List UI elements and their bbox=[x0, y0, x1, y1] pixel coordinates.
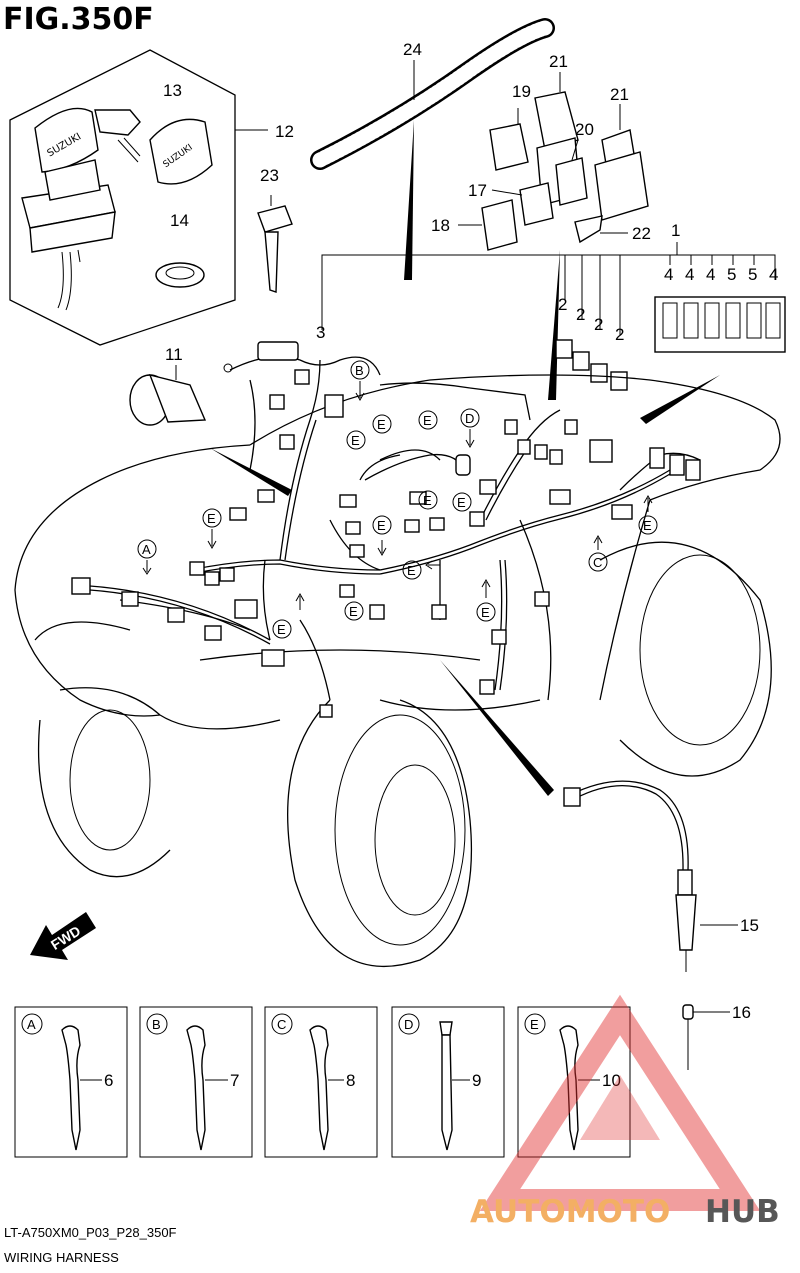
corrugated-tube bbox=[310, 18, 555, 280]
callout-18: 18 bbox=[431, 216, 450, 235]
fwd-arrow-icon: FWD bbox=[30, 912, 96, 960]
callout-21: 21 bbox=[610, 85, 629, 104]
box-e-letter: E bbox=[530, 1017, 539, 1032]
callout-19: 19 bbox=[512, 82, 531, 101]
spare-key bbox=[257, 195, 293, 293]
callout-17: 17 bbox=[468, 181, 487, 200]
callout-16: 16 bbox=[732, 1003, 751, 1022]
oxygen-sensor bbox=[563, 780, 738, 1070]
clamp-detail-boxes: A 6 B 7 C 8 D 9 E 10 bbox=[14, 1006, 631, 1158]
callout-4: 4 bbox=[769, 265, 778, 284]
box-a-letter: A bbox=[27, 1017, 36, 1032]
callout-13: 13 bbox=[163, 81, 182, 100]
figure-caption: WIRING HARNESS bbox=[4, 1250, 119, 1265]
callout-5: 5 bbox=[748, 265, 757, 284]
marker-e: E bbox=[643, 518, 652, 533]
callout-5: 5 bbox=[727, 265, 736, 284]
callout-3: 3 bbox=[316, 323, 325, 342]
marker-c: C bbox=[593, 555, 602, 570]
automotohub-watermark: AUTOMOTO HUB bbox=[470, 994, 780, 1230]
callout-1: 1 bbox=[671, 221, 680, 240]
figure-code: LT-A750XM0_P03_P28_350F bbox=[4, 1225, 177, 1240]
callout-2: 2 bbox=[594, 315, 603, 334]
box-d-letter: D bbox=[404, 1017, 413, 1032]
callout-8: 8 bbox=[346, 1071, 355, 1090]
callout-2: 2 bbox=[576, 305, 585, 324]
callout-22: 22 bbox=[632, 224, 651, 243]
callout-9: 9 bbox=[472, 1071, 481, 1090]
marker-e: E bbox=[351, 433, 360, 448]
callout-10: 10 bbox=[602, 1071, 621, 1090]
marker-e: E bbox=[481, 605, 490, 620]
callout-7: 7 bbox=[230, 1071, 239, 1090]
wiring-harness bbox=[71, 359, 701, 796]
marker-d: D bbox=[465, 411, 474, 426]
callout-numbers: 1 2 2 2 2 3 4 4 4 5 5 4 11 12 13 14 15 1… bbox=[163, 40, 778, 1022]
marker-e: E bbox=[423, 413, 432, 428]
callout-4: 4 bbox=[664, 265, 673, 284]
callout-4: 4 bbox=[706, 265, 715, 284]
marker-a: A bbox=[142, 542, 151, 557]
callout-15: 15 bbox=[740, 916, 759, 935]
callout-2: 2 bbox=[615, 325, 624, 344]
callout-21: 21 bbox=[549, 52, 568, 71]
marker-e: E bbox=[407, 563, 416, 578]
marker-e: E bbox=[277, 622, 286, 637]
accessory-socket bbox=[129, 365, 292, 496]
callout-14: 14 bbox=[170, 211, 189, 230]
marker-e: E bbox=[423, 493, 432, 508]
fuse-block-assembly bbox=[321, 242, 786, 424]
callout-6: 6 bbox=[104, 1071, 113, 1090]
marker-e: E bbox=[377, 417, 386, 432]
ignition-switch-box: SUZUKI SUZUKI bbox=[9, 49, 268, 346]
relay-cluster bbox=[458, 72, 649, 400]
callout-2: 2 bbox=[558, 295, 567, 314]
marker-e: E bbox=[349, 604, 358, 619]
callout-23: 23 bbox=[260, 166, 279, 185]
callout-4: 4 bbox=[685, 265, 694, 284]
marker-b: B bbox=[355, 363, 364, 378]
clamp-markers: A B C D E E E E E E E E E E E E bbox=[137, 360, 658, 639]
figure-title: FIG.350F bbox=[3, 2, 154, 37]
watermark-text-accent: HUB bbox=[705, 1194, 780, 1230]
callout-11: 11 bbox=[165, 345, 183, 364]
atv-body bbox=[14, 341, 781, 968]
marker-e: E bbox=[207, 511, 216, 526]
box-c-letter: C bbox=[277, 1017, 286, 1032]
callout-24: 24 bbox=[403, 40, 422, 59]
box-b-letter: B bbox=[152, 1017, 161, 1032]
marker-e: E bbox=[457, 495, 466, 510]
callout-12: 12 bbox=[275, 122, 294, 141]
callout-20: 20 bbox=[575, 120, 594, 139]
watermark-text-main: AUTOMOTO bbox=[470, 1194, 670, 1230]
marker-e: E bbox=[377, 518, 386, 533]
